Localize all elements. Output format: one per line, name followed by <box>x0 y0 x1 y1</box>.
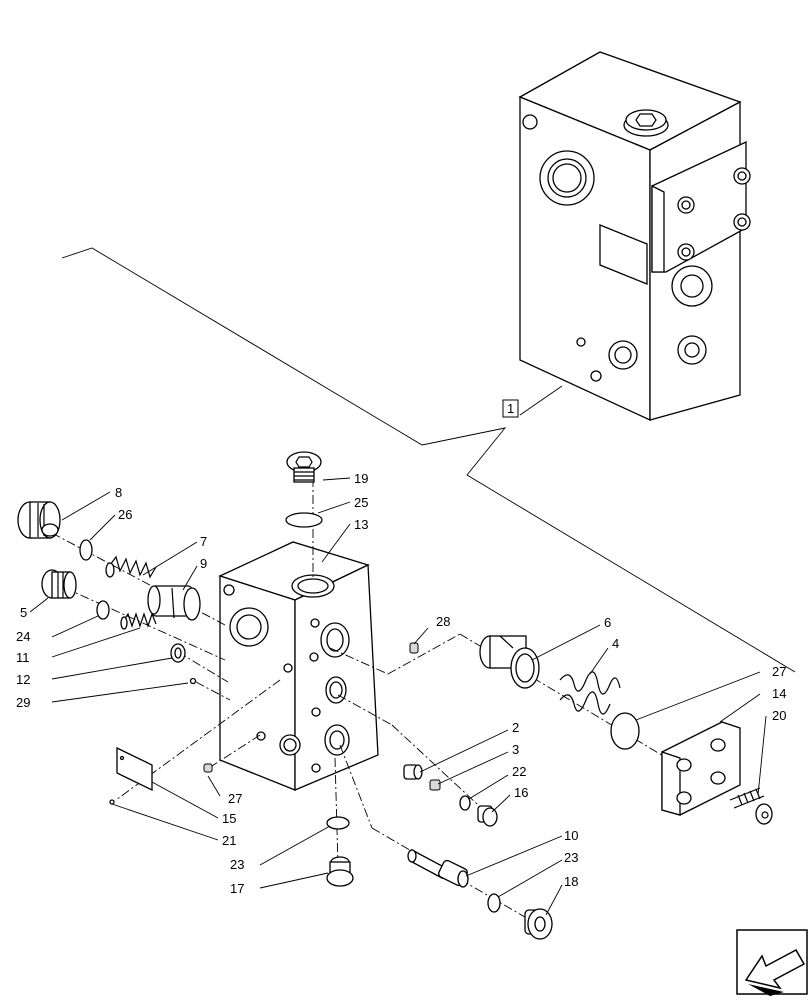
callout-5: 5 <box>20 605 27 620</box>
callout-20: 20 <box>772 708 786 723</box>
part-2-plunger <box>403 764 423 780</box>
callout-16: 16 <box>514 785 528 800</box>
part-11-spring <box>120 612 157 630</box>
callout-23-bottom: 23 <box>230 857 244 872</box>
part-18-plug <box>524 908 553 940</box>
callout-21: 21 <box>222 833 236 848</box>
callout-2: 2 <box>512 720 519 735</box>
part-29-ball <box>189 677 197 685</box>
callout-3: 3 <box>512 742 519 757</box>
callout-17: 17 <box>230 881 244 896</box>
callout-25: 25 <box>354 495 368 510</box>
part-28-plug <box>409 642 419 654</box>
part-26-o-ring <box>79 539 93 561</box>
part-24-o-ring <box>96 600 110 620</box>
part-25-o-ring <box>285 512 323 528</box>
callout-19: 19 <box>354 471 368 486</box>
callout-27-right: 27 <box>772 664 786 679</box>
part-7-spring <box>105 555 157 579</box>
part-9-poppet <box>147 585 201 621</box>
part-14-cover-plate <box>661 721 741 816</box>
part-17-plug <box>326 856 354 887</box>
callout-24: 24 <box>16 629 30 644</box>
explosion-boundary-line <box>61 247 796 673</box>
part-5-plug <box>41 569 77 599</box>
callout-9: 9 <box>200 556 207 571</box>
part-15-nameplate <box>116 746 153 792</box>
callout-14: 14 <box>772 686 786 701</box>
callout-15: 15 <box>222 811 236 826</box>
callout-10: 10 <box>564 828 578 843</box>
callout-7: 7 <box>200 534 207 549</box>
callout-11: 11 <box>16 650 30 665</box>
callout-23-right: 23 <box>564 850 578 865</box>
part-20-bolt <box>729 787 773 825</box>
part-16-plug <box>477 805 498 827</box>
callout-26: 26 <box>118 507 132 522</box>
callout-6: 6 <box>604 615 611 630</box>
part-6-spool <box>479 635 540 689</box>
part-21-rivet <box>109 799 115 805</box>
back-arrow-icon[interactable] <box>736 929 808 996</box>
part-10-spool <box>407 848 469 888</box>
callout-13: 13 <box>354 517 368 532</box>
part-8-plug <box>17 501 61 539</box>
part-27-plug-small <box>203 763 213 773</box>
callout-1: 1 <box>507 401 514 416</box>
callout-27-left: 27 <box>228 791 242 806</box>
leader-lines <box>29 385 767 916</box>
callout-8: 8 <box>115 485 122 500</box>
callout-28: 28 <box>436 614 450 629</box>
callout-18: 18 <box>564 874 578 889</box>
callout-22: 22 <box>512 764 526 779</box>
callout-4: 4 <box>612 636 619 651</box>
part-22-o-ring <box>459 795 471 811</box>
assembled-valve-block <box>518 51 751 422</box>
part-12-washer <box>170 643 186 663</box>
part-4-spring <box>559 671 621 715</box>
part-23-o-ring-right <box>487 893 501 913</box>
part-27-o-ring <box>610 712 640 750</box>
callout-1-box <box>502 399 519 418</box>
part-19-plug <box>286 451 322 483</box>
part-3-spring <box>429 779 441 791</box>
callout-labels: 1 19 25 13 8 26 7 9 5 24 11 12 29 27 15 … <box>16 399 786 896</box>
callout-12: 12 <box>16 672 30 687</box>
part-23-o-ring-bottom <box>326 816 350 830</box>
callout-29: 29 <box>16 695 30 710</box>
valve-body <box>218 541 379 791</box>
